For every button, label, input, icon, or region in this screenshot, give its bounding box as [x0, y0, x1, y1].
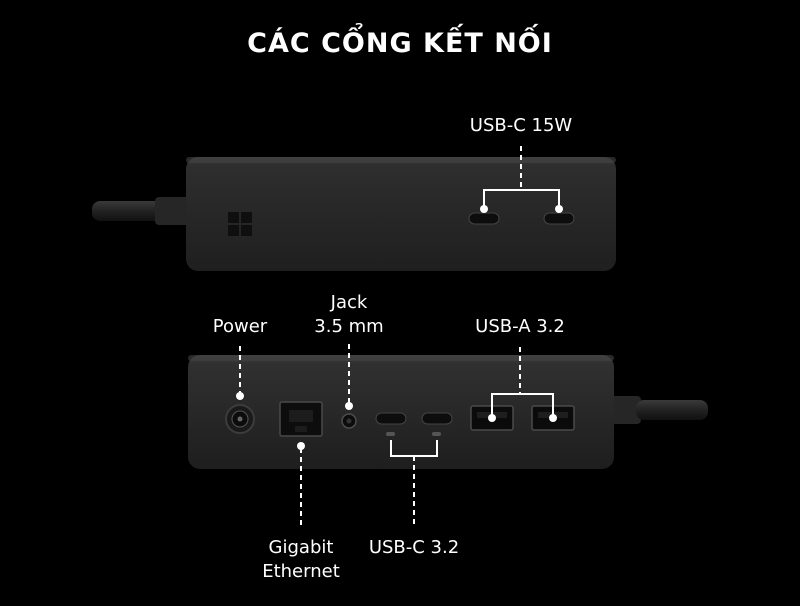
callout-usbc-32 — [390, 440, 438, 528]
label-usbc-32: USB-C 3.2 — [368, 537, 460, 558]
label-usba: USB-A 3.2 — [475, 316, 565, 337]
callout-dot — [488, 414, 496, 422]
callout-dot — [297, 442, 305, 450]
label-jack-line2: 3.5 mm — [314, 316, 384, 337]
ethernet-port-icon — [279, 401, 323, 437]
usb-c-port-icon — [543, 212, 575, 225]
page-title: CÁC CỔNG KẾT NỐI — [247, 28, 553, 59]
windows-logo-icon — [228, 212, 252, 236]
label-ethernet-line2: Ethernet — [262, 561, 340, 582]
callout-usbc-15w — [483, 146, 560, 208]
callout-dot — [480, 205, 488, 213]
callout-dot — [555, 205, 563, 213]
top-dock-cable — [92, 197, 191, 225]
usb-c-port-icon — [421, 412, 453, 436]
power-port-icon — [225, 404, 255, 434]
top-dock-body — [186, 157, 616, 271]
label-power: Power — [212, 316, 268, 337]
usb-c-port-icon — [375, 412, 407, 436]
bottom-dock-body — [188, 355, 614, 469]
label-usbc-15w: USB-C 15W — [469, 115, 573, 136]
callout-usba — [491, 347, 554, 418]
audio-jack-icon — [341, 413, 357, 429]
usb-c-port-icon — [468, 212, 500, 225]
label-jack-line1: Jack — [330, 292, 368, 313]
bottom-dock-cable — [605, 396, 708, 424]
callout-dot — [345, 402, 353, 410]
callout-dot — [236, 392, 244, 400]
callout-dot — [549, 414, 557, 422]
label-ethernet-line1: Gigabit — [268, 537, 334, 558]
